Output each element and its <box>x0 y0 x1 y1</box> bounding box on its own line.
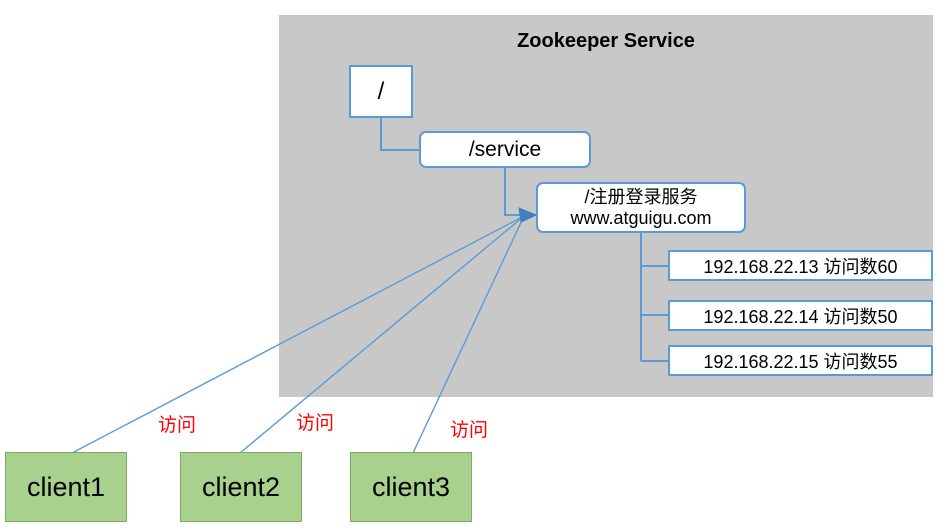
tree-node-register-url: www.atguigu.com <box>570 207 712 228</box>
tree-node-service-label: /service <box>468 137 542 161</box>
panel-title: Zookeeper Service <box>517 30 695 52</box>
server-node-2[interactable]: 192.168.22.14 访问数50 <box>668 300 933 331</box>
client-box-1-label: client1 <box>26 471 106 502</box>
tree-node-register-label: /注册登录服务 <box>584 187 698 208</box>
server-node-2-label: 192.168.22.14 访问数50 <box>703 306 898 327</box>
tree-node-service[interactable]: /service <box>419 131 591 168</box>
access-label-client1: 访问 <box>158 415 197 436</box>
client-box-1[interactable]: client1 <box>5 452 127 522</box>
access-label-client3: 访问 <box>450 420 489 441</box>
tree-node-root-label: / <box>377 77 385 105</box>
server-node-3-label: 192.168.22.15 访问数55 <box>703 351 898 372</box>
access-label-client2: 访问 <box>296 413 335 434</box>
client-box-3[interactable]: client3 <box>350 452 472 522</box>
tree-node-register-service[interactable]: /注册登录服务 www.atguigu.com <box>536 182 746 233</box>
tree-node-root[interactable]: / <box>349 65 413 118</box>
client-box-2-label: client2 <box>201 471 281 502</box>
client-box-2[interactable]: client2 <box>180 452 302 522</box>
server-node-3[interactable]: 192.168.22.15 访问数55 <box>668 345 933 376</box>
client-box-3-label: client3 <box>371 471 451 502</box>
server-node-1[interactable]: 192.168.22.13 访问数60 <box>668 250 933 281</box>
server-node-1-label: 192.168.22.13 访问数60 <box>703 256 898 277</box>
